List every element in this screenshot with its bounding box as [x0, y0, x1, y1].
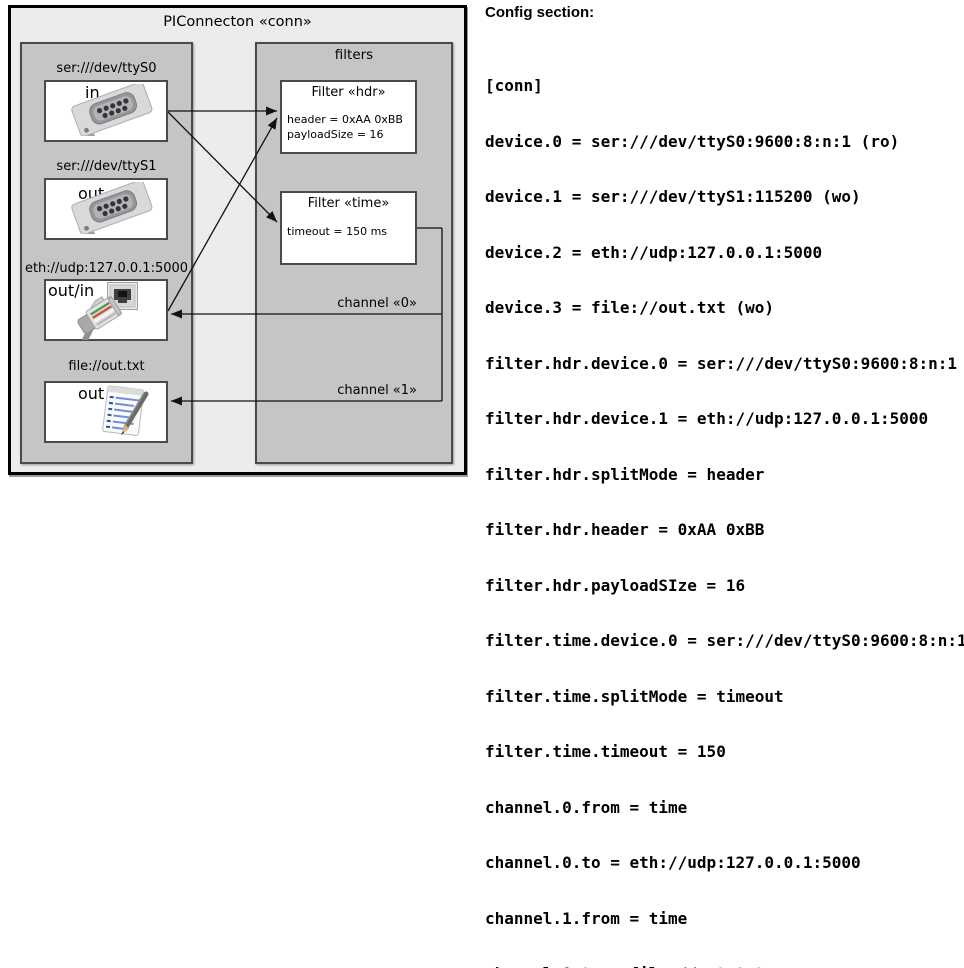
devices-panel: ser:///dev/ttyS0 in ser:///dev/ttyS1 out	[20, 42, 193, 464]
config-line: device.3 = file://out.txt (wo)	[485, 299, 964, 318]
config-line: channel.1.to = file://out.txt	[485, 965, 964, 968]
serial-connector-icon	[54, 84, 166, 136]
config-line: filter.time.splitMode = timeout	[485, 688, 964, 707]
filter-attribute: header = 0xAA 0xBB	[287, 112, 403, 127]
serial-connector-icon	[54, 182, 166, 234]
filter-hdr-title: Filter «hdr»	[282, 85, 415, 100]
config-line: channel.1.from = time	[485, 910, 964, 929]
config-line: filter.hdr.splitMode = header	[485, 466, 964, 485]
device-url-label-file: file://out.txt	[22, 359, 191, 374]
device-url-label-ttys0: ser:///dev/ttyS0	[22, 61, 191, 76]
filter-attribute: timeout = 150 ms	[287, 224, 387, 239]
config-lines: [conn] device.0 = ser:///dev/ttyS0:9600:…	[485, 40, 964, 968]
config-line: filter.time.device.0 = ser:///dev/ttyS0:…	[485, 632, 964, 651]
config-line: filter.hdr.device.0 = ser:///dev/ttyS0:9…	[485, 355, 964, 374]
device-box-ttys0: in	[44, 80, 168, 142]
filters-panel-title: filters	[257, 47, 451, 63]
ethernet-plug-icon	[58, 294, 138, 340]
device-url-label-ttys1: ser:///dev/ttyS1	[22, 159, 191, 174]
filters-panel: filters Filter «hdr» header = 0xAA 0xBB …	[255, 42, 453, 464]
device-box-eth: out/in	[44, 279, 168, 341]
config-section: Config section: [conn] device.0 = ser://…	[485, 4, 964, 968]
config-line: device.0 = ser:///dev/ttyS0:9600:8:n:1 (…	[485, 133, 964, 152]
device-box-file: out	[44, 381, 168, 443]
filter-hdr-box: Filter «hdr» header = 0xAA 0xBB payloadS…	[280, 80, 417, 154]
config-section-heading: Config section:	[485, 4, 964, 21]
config-line: channel.0.from = time	[485, 799, 964, 818]
filter-attribute: payloadSize = 16	[287, 127, 403, 142]
config-line: filter.time.timeout = 150	[485, 743, 964, 762]
config-line: [conn]	[485, 77, 964, 96]
device-box-ttys1: out	[44, 178, 168, 240]
connector-diagram: PIConnecton «conn» ser:///dev/ttyS0 in s…	[8, 5, 467, 475]
channel-0-label: channel «0»	[337, 296, 417, 311]
notepad-icon	[100, 385, 152, 439]
filter-time-attributes: timeout = 150 ms	[287, 224, 387, 239]
config-line: filter.hdr.payloadSIze = 16	[485, 577, 964, 596]
config-line: device.1 = ser:///dev/ttyS1:115200 (wo)	[485, 188, 964, 207]
filter-hdr-attributes: header = 0xAA 0xBB payloadSize = 16	[287, 112, 403, 142]
config-line: device.2 = eth://udp:127.0.0.1:5000	[485, 244, 964, 263]
channel-1-label: channel «1»	[337, 383, 417, 398]
filter-time-title: Filter «time»	[282, 196, 415, 211]
config-line: filter.hdr.device.1 = eth://udp:127.0.0.…	[485, 410, 964, 429]
filter-time-box: Filter «time» timeout = 150 ms	[280, 191, 417, 265]
config-line: filter.hdr.header = 0xAA 0xBB	[485, 521, 964, 540]
device-url-label-eth: eth://udp:127.0.0.1:5000	[22, 261, 191, 276]
diagram-title: PIConnecton «conn»	[11, 14, 464, 30]
config-line: channel.0.to = eth://udp:127.0.0.1:5000	[485, 854, 964, 873]
